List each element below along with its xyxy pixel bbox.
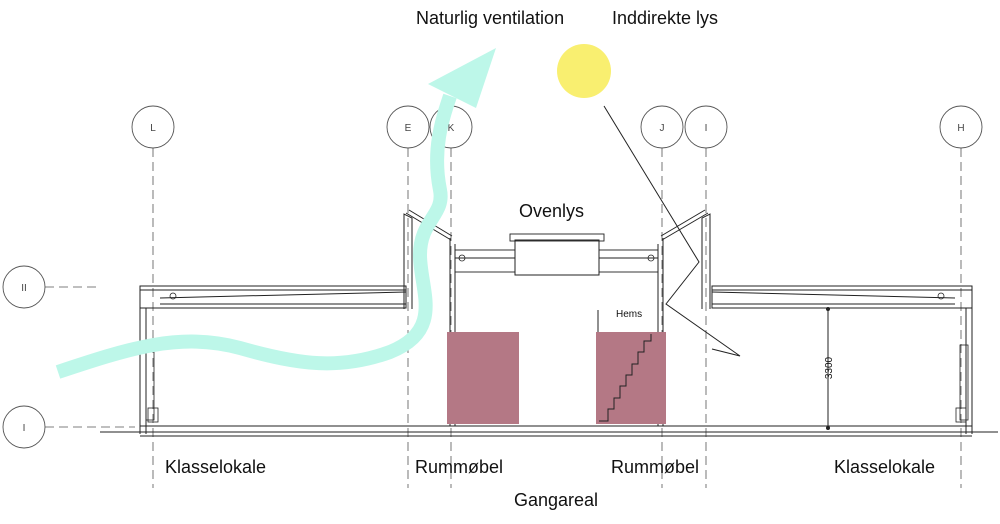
right-roof (711, 285, 973, 434)
horizontal-grid-lines (45, 286, 135, 428)
ventilation-arrowhead (428, 48, 496, 108)
vertical-grid-lines (152, 148, 962, 488)
label-loft: Hems (616, 309, 643, 320)
grid-bubble-I-horizontal (2, 405, 46, 449)
axis-label-H: H (957, 123, 964, 134)
label-furniture-left: Rummøbel (415, 457, 504, 477)
grid-bubble-L (131, 105, 175, 149)
axis-label-I-horizontal: I (23, 423, 26, 434)
grid-bubble-II (2, 265, 46, 309)
label-classroom-right: Klasselokale (834, 457, 936, 477)
ventilation-arrow (55, 93, 457, 379)
light-ray-line (603, 105, 741, 357)
axis-label-J: J (660, 123, 665, 134)
label-skylight: Ovenlys (519, 201, 585, 221)
label-indirect-light: Inddirekte lys (612, 8, 719, 28)
grid-bubble-J (640, 105, 684, 149)
dimension-line: 3300 (824, 307, 835, 430)
grid-bubble-E (386, 105, 430, 149)
axis-label-E: E (405, 123, 412, 134)
label-corridor: Gangareal (514, 490, 599, 510)
label-furniture-right: Rummøbel (611, 457, 700, 477)
label-classroom-left: Klasselokale (165, 457, 267, 477)
axis-label-I: I (705, 123, 708, 134)
left-roof (139, 285, 407, 434)
loft-stair (599, 334, 652, 422)
axis-label-II: II (21, 283, 27, 294)
axis-label-L: L (150, 123, 156, 134)
label-natural-ventilation: Naturlig ventilation (416, 8, 565, 28)
dimension-3300: 3300 (824, 356, 835, 379)
floor-slab (100, 425, 998, 437)
grid-bubble-H (939, 105, 983, 149)
axis-label-K: K (448, 123, 455, 134)
room-furniture-right (596, 332, 666, 424)
grid-bubble-I (684, 105, 728, 149)
sun-icon (557, 44, 611, 98)
room-furniture-left (447, 332, 519, 424)
